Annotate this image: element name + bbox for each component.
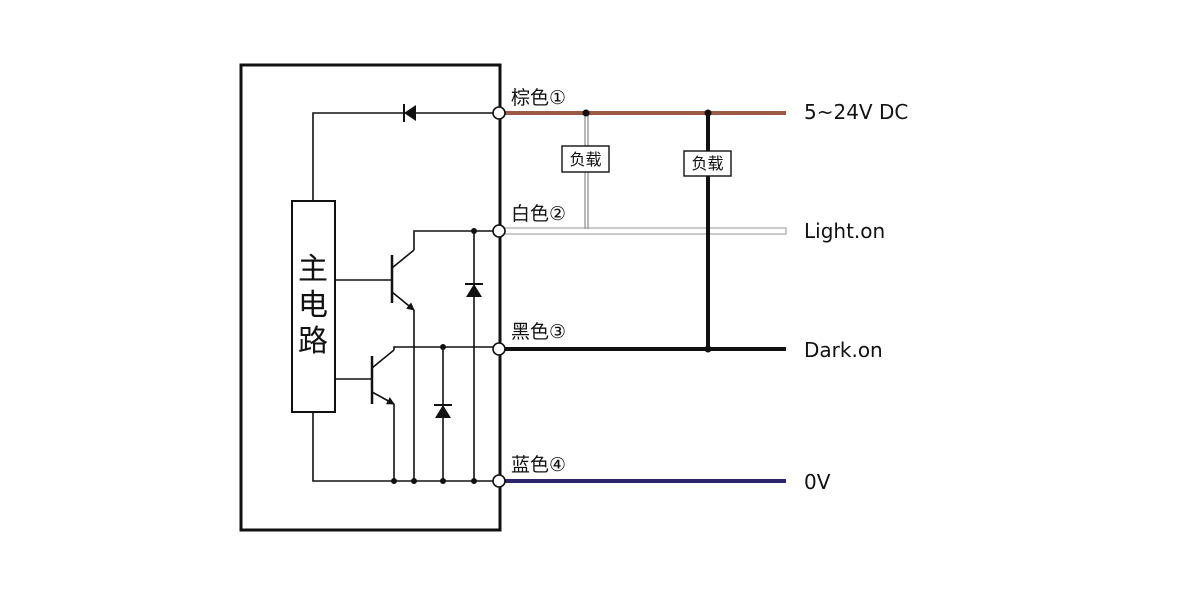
terminal-4 bbox=[492, 474, 506, 488]
terminal-1 bbox=[492, 106, 506, 120]
lower-clamp-diode bbox=[434, 347, 452, 481]
main-circuit-block: 主 电 路 bbox=[291, 200, 336, 413]
supply-diode bbox=[403, 104, 416, 122]
load-2-label: 负载 bbox=[691, 154, 723, 173]
upper-transistor bbox=[335, 230, 493, 481]
white-wire bbox=[498, 227, 787, 235]
zero-volt-label: 0V bbox=[804, 470, 831, 494]
terminals bbox=[492, 106, 506, 488]
supply-voltage-label: 5~24V DC bbox=[804, 100, 908, 124]
supply-path bbox=[312, 112, 493, 201]
terminal-3-label: 黑色③ bbox=[511, 321, 566, 343]
ground-path bbox=[312, 412, 493, 482]
terminal-3 bbox=[492, 342, 506, 356]
sensor-housing bbox=[239, 63, 502, 532]
terminal-2-label: 白色② bbox=[511, 203, 566, 225]
load-1-label: 负载 bbox=[569, 150, 601, 169]
main-circuit-char-2: 电 bbox=[298, 288, 328, 323]
dark-on-label: Dark.on bbox=[804, 338, 883, 362]
light-on-label: Light.on bbox=[804, 219, 885, 243]
main-circuit-char-1: 主 bbox=[298, 252, 328, 287]
terminal-1-label: 棕色① bbox=[511, 87, 566, 109]
internal-junction-dots bbox=[391, 228, 477, 484]
main-circuit-char-3: 路 bbox=[298, 324, 328, 359]
terminal-4-label: 蓝色④ bbox=[511, 454, 566, 476]
upper-clamp-diode bbox=[465, 231, 483, 481]
load-2: 负载 bbox=[683, 109, 732, 353]
load-1: 负载 bbox=[561, 109, 610, 229]
lower-transistor bbox=[335, 346, 493, 481]
terminal-2 bbox=[492, 224, 506, 238]
